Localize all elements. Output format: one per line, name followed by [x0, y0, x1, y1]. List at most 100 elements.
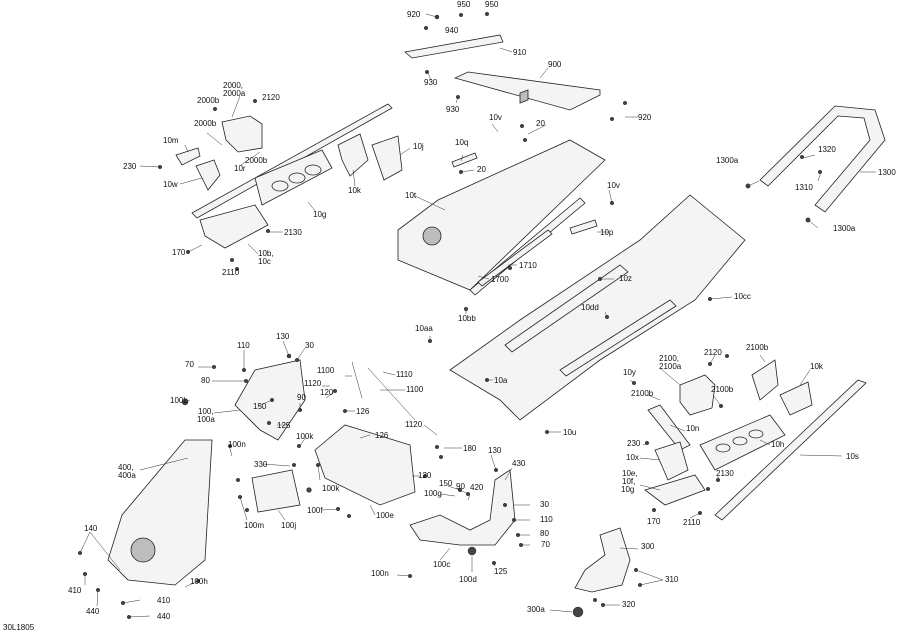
rail-1700 [477, 229, 553, 287]
label-930-a: 930 [424, 78, 438, 87]
label-180: 180 [463, 444, 477, 453]
bracket-10q [451, 152, 478, 168]
label-10dd: 10dd [581, 303, 599, 312]
label-10v-top: 10v [489, 113, 502, 122]
label-10n: 10n [686, 424, 699, 433]
hardware-group-midleft [77, 365, 352, 620]
label-170-right: 170 [647, 517, 661, 526]
label-10b: 10b, [258, 249, 274, 258]
label-10h: 10h [771, 440, 784, 449]
label-2120-right: 2120 [704, 348, 722, 357]
label-125-mid: 125 [494, 567, 508, 576]
label-1120-a: 1120 [304, 379, 322, 388]
label-10j: 10j [413, 142, 424, 151]
label-2130-top: 2130 [284, 228, 302, 237]
label-2000b-a: 2000b [197, 96, 220, 105]
part-labels: 920 950 950 940 910 900 930 930 920 2000… [68, 0, 896, 621]
label-130-left: 130 [276, 332, 290, 341]
label-10aa: 10aa [415, 324, 433, 333]
label-10w: 10w [163, 180, 178, 189]
label-400: 400, [118, 463, 134, 472]
frame-chassis [449, 194, 746, 421]
label-420: 420 [470, 483, 484, 492]
label-2000b-c: 2000b [245, 156, 268, 165]
label-2000a: 2000a [223, 89, 246, 98]
label-100m: 100m [244, 521, 264, 530]
side-cover-10j [371, 135, 403, 181]
label-110-left: 110 [237, 341, 250, 350]
label-10g: 10g [313, 210, 326, 219]
label-100g: 100g [424, 489, 442, 498]
label-100c: 100c [433, 560, 450, 569]
label-125-left: 125 [277, 421, 291, 430]
upper-panel-910 [404, 34, 513, 59]
label-126-a: 126 [356, 407, 370, 416]
side-panel-10x [654, 441, 689, 481]
label-10cc: 10cc [734, 292, 751, 301]
label-100j: 100j [281, 521, 296, 530]
label-300a: 300a [527, 605, 545, 614]
label-80-mid: 80 [540, 529, 549, 538]
label-1710: 1710 [519, 261, 537, 270]
label-440-a: 440 [86, 607, 100, 616]
label-100f: 100f [307, 506, 323, 515]
side-panel-10k-right [779, 381, 813, 416]
label-430: 430 [512, 459, 526, 468]
label-150-left: 150 [253, 402, 267, 411]
label-2100b-a: 2100b [746, 343, 769, 352]
label-100: 100, [198, 407, 214, 416]
label-2100b-b: 2100b [711, 385, 734, 394]
label-230-right: 230 [627, 439, 641, 448]
label-170-top: 170 [172, 248, 186, 257]
label-410-b: 410 [157, 596, 171, 605]
label-920-top: 920 [407, 10, 421, 19]
label-120-left: 120 [320, 388, 334, 397]
label-10x: 10x [626, 453, 639, 462]
label-70-mid: 70 [541, 540, 550, 549]
label-100h: 100h [190, 577, 208, 586]
rod-1100 [351, 361, 416, 421]
label-1700: 1700 [491, 275, 509, 284]
label-100k-a: 100k [296, 432, 314, 441]
label-10m: 10m [163, 136, 179, 145]
label-10t: 10t [405, 191, 417, 200]
steering-support-400 [107, 439, 213, 586]
label-920-right: 920 [638, 113, 652, 122]
label-110-mid: 110 [540, 515, 553, 524]
label-2100b-c: 2100b [631, 389, 654, 398]
label-10g-right: 10g [621, 485, 634, 494]
label-10bb: 10bb [458, 314, 476, 323]
label-10v-right: 10v [607, 181, 620, 190]
plate-100j [251, 469, 301, 513]
label-30-left: 30 [305, 341, 314, 350]
label-2100a: 2100a [659, 362, 682, 371]
label-900: 900 [548, 60, 562, 69]
label-30-mid: 30 [540, 500, 549, 509]
label-90-mid: 90 [456, 482, 465, 491]
label-410-a: 410 [68, 586, 82, 595]
label-10a: 10a [494, 376, 508, 385]
side-cover-10k [337, 133, 369, 177]
label-2100: 2100, [659, 354, 679, 363]
label-100a: 100a [197, 415, 215, 424]
label-10q: 10q [455, 138, 468, 147]
label-1320: 1320 [818, 145, 836, 154]
lower-bracket-100c [408, 445, 524, 579]
side-panel-10m [175, 147, 201, 166]
vent-panel-10g [254, 149, 333, 206]
bracket-assembly-2100 [679, 362, 716, 416]
label-320: 320 [622, 600, 636, 609]
label-10z: 10z [619, 274, 632, 283]
label-910: 910 [513, 48, 527, 57]
label-100n-a: 100n [228, 440, 246, 449]
label-940: 940 [445, 26, 459, 35]
label-10y: 10y [623, 368, 636, 377]
label-2110-top: 2110 [222, 268, 240, 277]
leader-lines [79, 13, 876, 618]
label-100k-b: 100k [322, 484, 340, 493]
label-10s: 10s [846, 452, 859, 461]
bracket-assembly-2000 [212, 98, 263, 153]
label-126-b: 126 [375, 431, 389, 440]
label-300: 300 [641, 542, 655, 551]
